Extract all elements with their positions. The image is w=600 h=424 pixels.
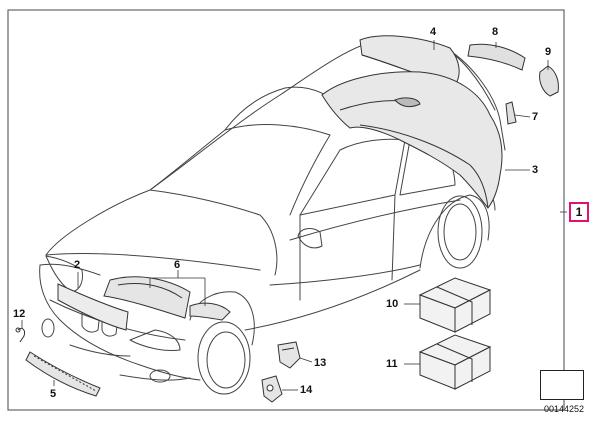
main-callout-1[interactable]: 1	[569, 202, 589, 222]
callout-8: 8	[492, 26, 499, 38]
part-front-insert	[57, 283, 129, 331]
callout-4: 4	[430, 26, 437, 38]
callout-11: 11	[386, 358, 398, 370]
part-cover	[539, 65, 559, 97]
callout-3: 3	[532, 164, 539, 176]
callout-7: 7	[532, 111, 539, 123]
callout-10: 10	[386, 298, 399, 310]
callout-5: 5	[50, 388, 57, 400]
part-mount-bracket	[277, 341, 301, 369]
document-number: 00144252	[544, 404, 585, 414]
callout-14: 14	[300, 384, 313, 396]
callout-2: 2	[74, 259, 81, 271]
part-trim-strip	[467, 43, 526, 71]
leader-lines	[21, 40, 567, 391]
navigation-box[interactable]	[540, 370, 584, 400]
part-air-intake	[103, 276, 231, 321]
part-box-11	[418, 334, 492, 390]
part-holder	[261, 375, 283, 403]
part-clip	[15, 327, 25, 343]
callout-9: 9	[545, 46, 552, 58]
callout-6: 6	[174, 259, 181, 271]
part-rear-bumper	[321, 71, 503, 209]
car-body-outline	[39, 39, 506, 395]
callout-12: 12	[13, 308, 26, 320]
part-lower-grille	[25, 351, 101, 397]
part-box-10	[418, 277, 492, 333]
callout-13: 13	[314, 357, 327, 369]
diagram-frame	[7, 9, 565, 411]
part-bracket	[505, 101, 517, 125]
